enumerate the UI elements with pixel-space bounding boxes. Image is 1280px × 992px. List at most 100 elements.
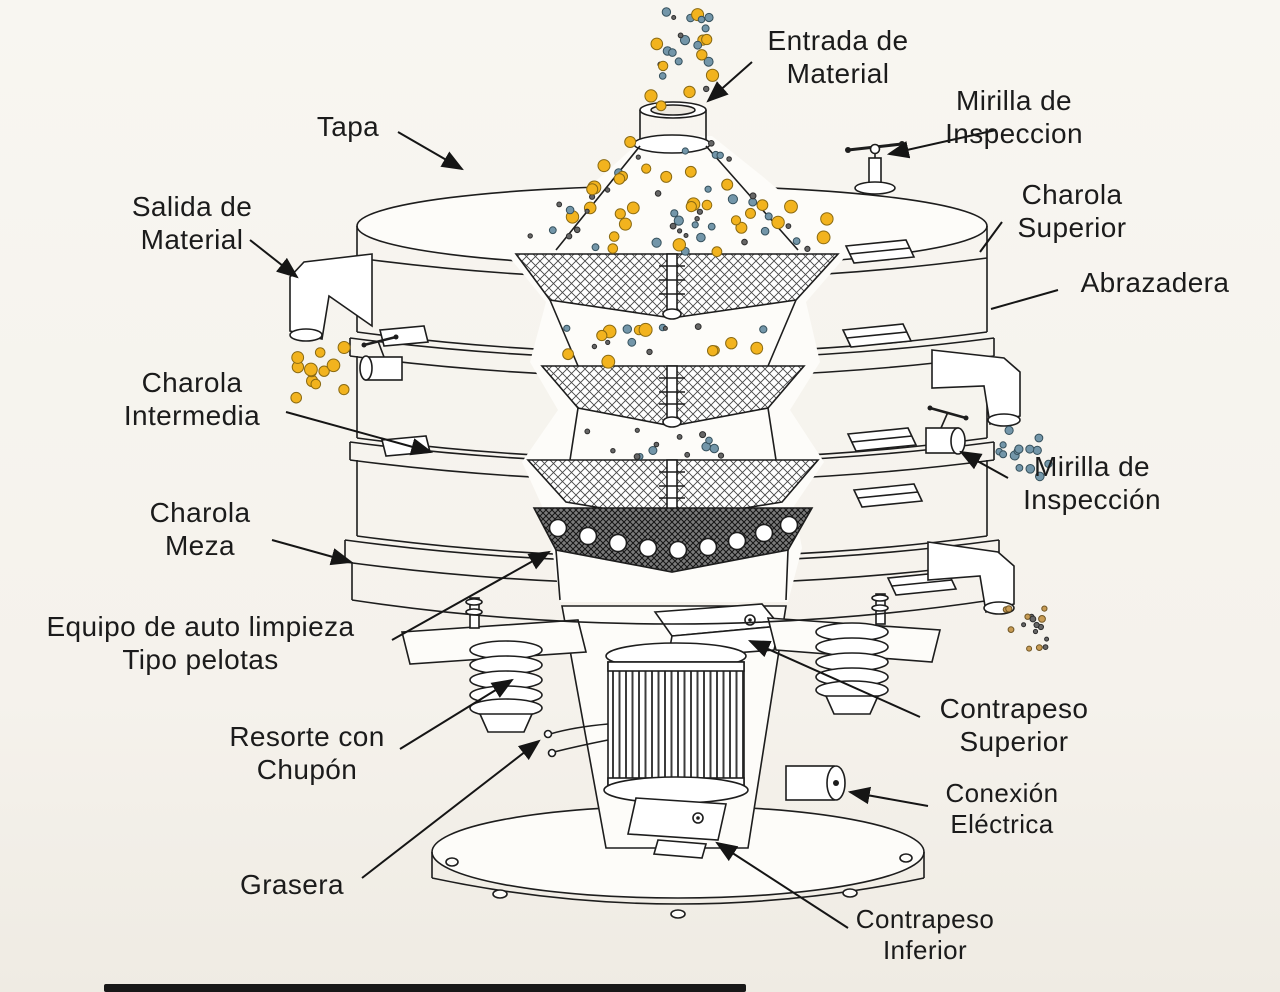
material-inlet-pipe [633,101,711,154]
particle [703,85,710,93]
particle [608,231,620,242]
particle [699,431,707,439]
particle [672,238,686,252]
particle [683,233,689,238]
particle [1007,626,1015,633]
particle [771,215,785,230]
particle [646,348,653,356]
particle [749,192,757,200]
particle [653,441,660,448]
particle [1014,444,1024,454]
particle [627,337,637,347]
particle [701,24,710,33]
photo-edge-shadow [104,984,746,992]
leader-mirilla-lateral [959,450,1009,479]
particle [705,68,720,82]
inspection-valve-right [925,405,969,455]
particle [584,208,590,214]
leader-salida-material [249,239,299,279]
particle [591,243,600,252]
base-bolt-hole [492,889,508,899]
particle [1044,459,1053,468]
particle [304,362,318,377]
leader-abrazadera [990,289,1059,310]
particle [741,238,748,246]
particle [618,217,632,231]
leader-charola-meza [271,539,354,566]
particle [707,222,716,231]
particle [703,56,714,67]
particle [660,170,673,183]
cleaning-ball-tray [532,507,814,573]
leader-charola-superior [979,221,1003,253]
particle [709,443,719,454]
particle [696,49,708,61]
particle [601,354,616,369]
lower-counterweight [627,797,727,859]
particle [626,201,640,215]
particle [726,156,732,162]
label-resorte-con-chupon: Resorte con Chupón [229,721,385,786]
label-equipo-auto-limpieza: Equipo de auto limpieza Tipo pelotas [46,611,355,676]
particle [701,33,713,46]
particle [314,347,326,358]
particle [804,245,811,252]
base-bolt-hole [670,909,686,919]
label-contrapeso-superior: Contrapeso Superior [939,693,1089,758]
material-particles [290,7,1053,652]
particle [670,209,679,218]
particle [326,358,341,373]
particle [684,165,697,178]
label-contrapeso-inferior: Contrapeso Inferior [855,904,995,965]
particle [604,187,611,193]
outlet-spout-left [289,253,373,342]
label-charola-intermedia: Charola Intermedia [123,367,261,432]
leader-grasera [361,739,541,879]
particle [716,151,724,160]
particle [681,147,689,155]
particle [562,348,574,361]
particle [658,72,667,80]
particle [759,325,768,334]
particle [1034,433,1044,443]
particle [725,337,738,350]
particle [584,428,591,435]
particle [1038,615,1046,623]
particle [1032,628,1039,635]
label-entrada-material: Entrada de Material [767,25,909,90]
particle [764,212,773,221]
label-abrazadera: Abrazadera [1080,267,1230,298]
label-tapa: Tapa [316,111,380,142]
particle [644,89,658,103]
base-bolt-hole [842,888,858,898]
particle [310,378,322,390]
particle [586,183,599,196]
particle [696,208,704,215]
particle [638,322,653,337]
label-mirilla-inspeccion-lateral: Mirilla de Inspección [1023,451,1161,516]
particle [711,246,723,258]
particle [1026,645,1033,652]
particle [622,324,632,334]
particle [735,221,748,234]
particle [1029,615,1037,623]
particle [708,140,715,147]
particle [563,324,571,332]
particle [565,233,573,240]
particle [657,60,669,72]
leader-charola-intermedia [285,411,434,456]
particle [679,35,691,46]
particle [1021,622,1027,628]
particle [677,32,684,39]
particle [760,226,770,236]
leader-mirilla-superior [886,129,997,159]
particle [291,351,305,364]
particle [655,100,667,112]
particle [693,40,703,50]
label-mirilla-inspeccion-superior: Mirilla de Inspeccion [945,85,1083,150]
particle [792,237,801,246]
particle [556,201,563,208]
particle [1024,613,1031,620]
leader-lines [249,61,1059,929]
particle [1033,621,1040,629]
